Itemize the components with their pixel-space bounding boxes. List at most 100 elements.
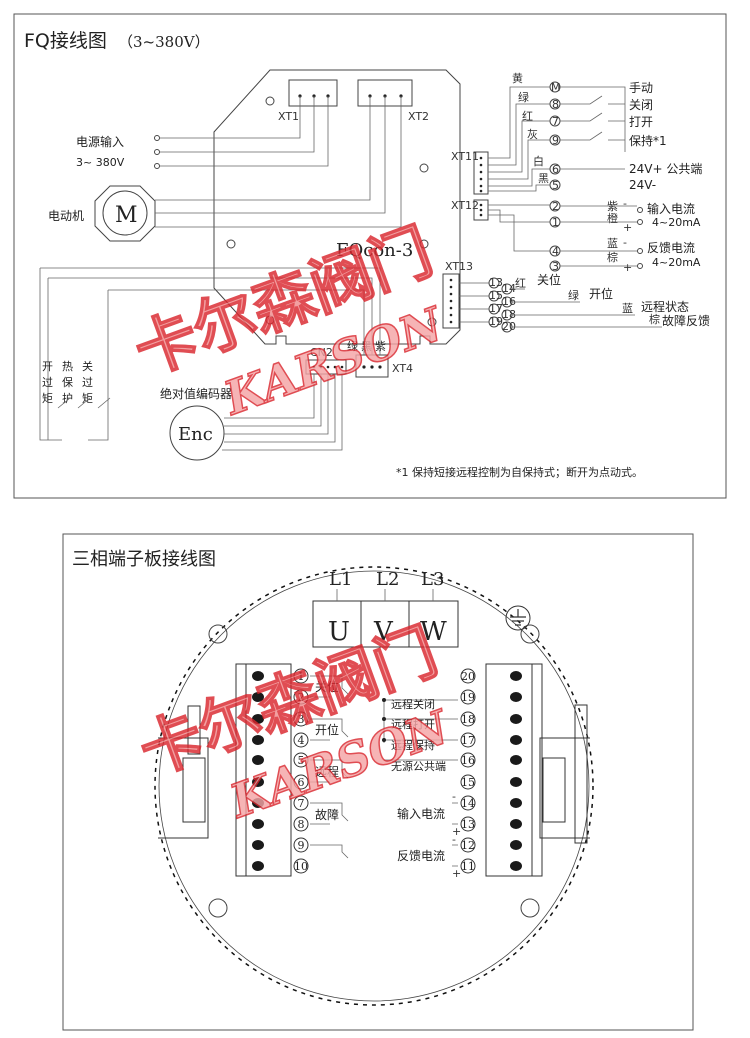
terminal-screw (510, 777, 522, 787)
left-label-fault: 故障 (315, 807, 339, 822)
right-sign-minus-14: - (452, 790, 456, 803)
sw-num-9: 9 (552, 134, 559, 147)
input-current-wires (488, 204, 637, 223)
watermark: 卡尔森阀门 KARSON 卡尔森阀门 KARSON (124, 214, 458, 830)
left-terminal-number: 7 (298, 797, 305, 810)
power-input-label: 电源输入 (76, 134, 124, 149)
left-terminal-number: 3 (298, 713, 305, 726)
terminal-number-circle (293, 837, 309, 853)
terminal-number-circle (460, 837, 476, 853)
xt4-color-black: 黑 (361, 340, 372, 353)
terminal-screw (252, 692, 264, 702)
st-num-18: 18 (502, 308, 516, 321)
sw-color-grey: 灰 (527, 127, 538, 141)
mount-hole (520, 624, 540, 644)
sw-num-5: 5 (552, 179, 559, 192)
left-terminal-strip (235, 663, 292, 877)
terminal-number-circle (460, 732, 476, 748)
st-color-green: 绿 (568, 288, 579, 302)
terminal-number-circle (293, 689, 309, 705)
sw-label-24v-minus: 24V- (629, 178, 656, 192)
power-wires (160, 96, 329, 167)
right-terminal-number: 11 (461, 860, 475, 873)
right-terminal-number: 15 (461, 776, 475, 789)
st-color-red: 红 (515, 277, 526, 290)
right-terminal-number: 19 (461, 691, 475, 704)
terminal-number-circle (293, 774, 309, 790)
sw-color-yellow: 黄 (512, 71, 523, 85)
xt4-wires (363, 310, 381, 355)
in-sign-plus: + (623, 221, 632, 234)
phase-label-l1: L1 (329, 569, 352, 590)
top-panel-frame (13, 13, 727, 499)
left-terminal-dots (252, 671, 264, 871)
terminal-screw (252, 755, 264, 765)
right-terminal-strip (485, 663, 543, 877)
switch-terminal-group: M 8 7 9 6 5 (549, 81, 561, 192)
terminal-screw (510, 755, 522, 765)
terminal-number-circle (293, 732, 309, 748)
board-hole (419, 163, 429, 173)
right-remote-wires (383, 699, 458, 761)
right-terminal-number: 16 (461, 754, 475, 767)
right-label-remote-close: 远程关闭 (391, 697, 435, 711)
left-terminal-number: 5 (298, 754, 305, 767)
sw-label-close: 关闭 (629, 98, 653, 112)
left-terminal-number: 9 (298, 839, 305, 852)
left-terminal-number: 8 (298, 818, 305, 831)
protect-1-a: 开 (42, 360, 53, 373)
sw-label-hold: 保持*1 (629, 133, 667, 148)
left-terminal-number: 6 (298, 776, 305, 789)
left-terminal-number: 1 (298, 670, 305, 683)
protection-wires (40, 267, 381, 310)
in-label: 输入电流 (647, 201, 695, 216)
top-voltage: （3~380V） (118, 33, 210, 51)
left-switch-wires (310, 675, 349, 859)
left-terminal-number: 10 (294, 860, 308, 873)
xt1-connector (288, 79, 338, 107)
terminal-screw (510, 671, 522, 681)
terminal-screw (252, 714, 264, 724)
sw-color-black: 黑 (538, 172, 549, 185)
terminal-number-circle (293, 752, 309, 768)
in-color-purple: 紫 (607, 200, 618, 213)
cn2-label: CN2 (310, 346, 333, 359)
protect-3-b: 过 (82, 376, 93, 389)
in-color-orange: 橙 (607, 211, 618, 225)
protection-loop (39, 268, 109, 441)
terminal-screw (510, 840, 522, 850)
terminal-screw (510, 714, 522, 724)
left-notch-inner (182, 757, 206, 823)
left-notch-bar (187, 705, 201, 755)
terminal-number-circle (460, 795, 476, 811)
encoder-circle (169, 405, 225, 461)
right-label-feedback-current: 反馈电流 (397, 849, 445, 863)
left-label-closed: 关位 (315, 679, 339, 694)
right-label-common: 无源公共端 (391, 759, 446, 773)
sw-num-8: 8 (552, 98, 559, 111)
protect-2-b: 保 (62, 375, 73, 389)
xt4-color-purple: 紫 (375, 340, 386, 353)
xt4-label: XT4 (392, 362, 413, 375)
sw-label-open: 打开 (629, 115, 653, 129)
mount-hole (520, 898, 540, 918)
terminal-number-circle (460, 816, 476, 832)
st-num-20: 20 (502, 320, 516, 333)
xt11-connector (473, 151, 489, 195)
protect-switch-blades (57, 397, 111, 409)
controller-board-outline (213, 69, 461, 345)
status-wires (512, 288, 662, 328)
terminal-screw (510, 861, 522, 871)
power-terminal (154, 135, 160, 141)
top-title: FQ接线图 (24, 30, 107, 52)
fb-sign-plus: + (623, 261, 632, 274)
st-label-remote: 远程状态 (641, 299, 689, 314)
fb-sign-minus: - (623, 236, 627, 249)
terminal-number-circle (460, 711, 476, 727)
terminal-screw (252, 798, 264, 808)
phase-terminal-block (312, 600, 459, 648)
terminal-number-circle (460, 752, 476, 768)
power-terminal (154, 149, 160, 155)
